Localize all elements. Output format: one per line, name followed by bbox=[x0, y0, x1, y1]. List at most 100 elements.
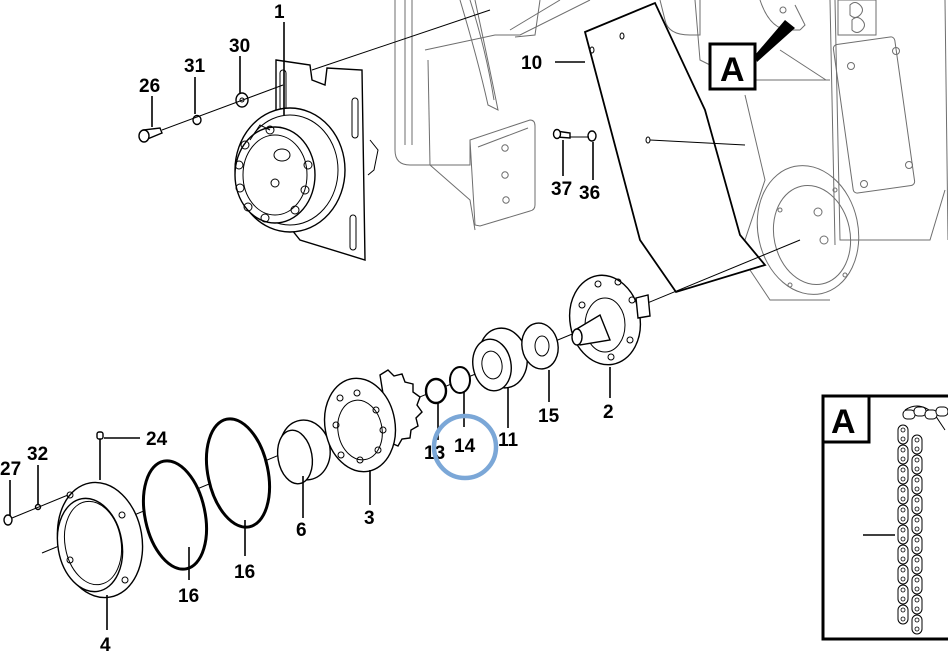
callout-1: 1 bbox=[274, 2, 285, 23]
callout-32: 32 bbox=[27, 444, 48, 465]
chain-pin bbox=[914, 577, 920, 583]
chain-link bbox=[911, 494, 923, 515]
callout-4: 4 bbox=[100, 635, 111, 656]
assembly-axis-26-1 bbox=[161, 84, 284, 131]
chain-link bbox=[911, 514, 923, 535]
chain-pin bbox=[900, 596, 906, 602]
callout-11: 11 bbox=[498, 430, 519, 451]
chain-pin bbox=[914, 437, 920, 443]
leader-lines bbox=[9, 22, 611, 630]
callout-37: 37 bbox=[551, 179, 572, 200]
chain-pin bbox=[900, 556, 906, 562]
chain-pin bbox=[914, 546, 920, 552]
chain-link bbox=[897, 584, 909, 605]
chain-link bbox=[897, 524, 909, 545]
chain-link bbox=[897, 424, 909, 445]
chain-pin bbox=[914, 517, 920, 523]
chain-link bbox=[911, 454, 923, 475]
chain-pin bbox=[900, 487, 906, 493]
chain-pin bbox=[900, 587, 906, 593]
chain-link bbox=[911, 594, 923, 615]
bolt-37 bbox=[552, 128, 571, 140]
callout-14: 14 bbox=[454, 436, 476, 457]
chain-pin bbox=[914, 537, 920, 543]
chain-pin bbox=[900, 476, 906, 482]
plug-24 bbox=[96, 431, 104, 440]
chain-pin bbox=[914, 626, 920, 632]
part-1-motor-assembly bbox=[234, 59, 379, 261]
part-11-bearing bbox=[472, 327, 528, 392]
detail-reference-a-label: A bbox=[720, 51, 745, 89]
chain-pin bbox=[900, 427, 906, 433]
callout-15: 15 bbox=[538, 406, 560, 427]
chain-link bbox=[897, 564, 909, 585]
chain-link bbox=[911, 434, 923, 455]
chain-link bbox=[935, 406, 948, 417]
chain-pin bbox=[914, 586, 920, 592]
chain-pin bbox=[900, 547, 906, 553]
callout-36: 36 bbox=[579, 183, 600, 204]
chain-pin bbox=[914, 617, 920, 623]
assembly-axis-1-frame bbox=[311, 9, 491, 71]
bolt-26 bbox=[138, 127, 163, 143]
highlight-circle-part-14 bbox=[431, 413, 499, 481]
chain-pin bbox=[900, 527, 906, 533]
screw-27 bbox=[3, 514, 13, 526]
chain-link bbox=[897, 444, 909, 465]
chain-link bbox=[924, 409, 938, 420]
part-14-ring bbox=[449, 366, 471, 394]
chain-link bbox=[911, 534, 923, 555]
chain-pin bbox=[914, 486, 920, 492]
chain-pin bbox=[900, 436, 906, 442]
chain-link bbox=[897, 504, 909, 525]
part-6-bushing bbox=[276, 419, 331, 485]
chain-link bbox=[897, 484, 909, 505]
chain-pin bbox=[900, 467, 906, 473]
chain-link bbox=[902, 409, 916, 420]
callout-24: 24 bbox=[146, 429, 168, 450]
part-12-chain bbox=[897, 405, 948, 635]
chain-pin bbox=[900, 616, 906, 622]
assembly-axis-27-4 bbox=[11, 494, 69, 519]
callout-2: 2 bbox=[603, 402, 614, 423]
chain-link bbox=[897, 544, 909, 565]
callout-16b: 16 bbox=[234, 562, 255, 583]
detail-reference-a[interactable]: A bbox=[708, 20, 795, 91]
callout-3: 3 bbox=[364, 508, 375, 529]
chain-link bbox=[897, 604, 909, 625]
callout-26: 26 bbox=[139, 76, 160, 97]
chain-pin bbox=[900, 456, 906, 462]
chain-pin bbox=[900, 607, 906, 613]
part-10-guard-plate bbox=[583, 1, 767, 294]
chain-pin bbox=[914, 557, 920, 563]
part-3-sprocket bbox=[323, 369, 423, 473]
chain-pin bbox=[914, 506, 920, 512]
chain-pin bbox=[900, 576, 906, 582]
chain-link bbox=[911, 574, 923, 595]
chain-pin bbox=[914, 466, 920, 472]
callout-16a: 16 bbox=[178, 586, 199, 607]
chain-pin bbox=[914, 606, 920, 612]
chain-link bbox=[911, 614, 923, 635]
chain-pin bbox=[900, 567, 906, 573]
chain-pin bbox=[914, 597, 920, 603]
chain-link bbox=[911, 474, 923, 495]
chain-pin bbox=[914, 566, 920, 572]
chain-pin bbox=[914, 446, 920, 452]
part-16-ring-a bbox=[142, 459, 208, 571]
chain-pin bbox=[900, 496, 906, 502]
callout-31: 31 bbox=[184, 56, 206, 77]
chain-pin bbox=[914, 497, 920, 503]
chain-pin bbox=[900, 447, 906, 453]
part-16-ring-b bbox=[205, 417, 271, 529]
chain-pin bbox=[914, 457, 920, 463]
part-15-thrust-washer bbox=[521, 322, 559, 370]
chain-pin bbox=[914, 477, 920, 483]
detail-box-a[interactable]: A bbox=[821, 394, 948, 641]
callout-30: 30 bbox=[229, 36, 250, 57]
detail-box-a-label: A bbox=[831, 403, 856, 441]
washer-36 bbox=[587, 130, 597, 142]
callout-10: 10 bbox=[521, 53, 542, 74]
chain-pin bbox=[900, 507, 906, 513]
chain-link bbox=[911, 554, 923, 575]
